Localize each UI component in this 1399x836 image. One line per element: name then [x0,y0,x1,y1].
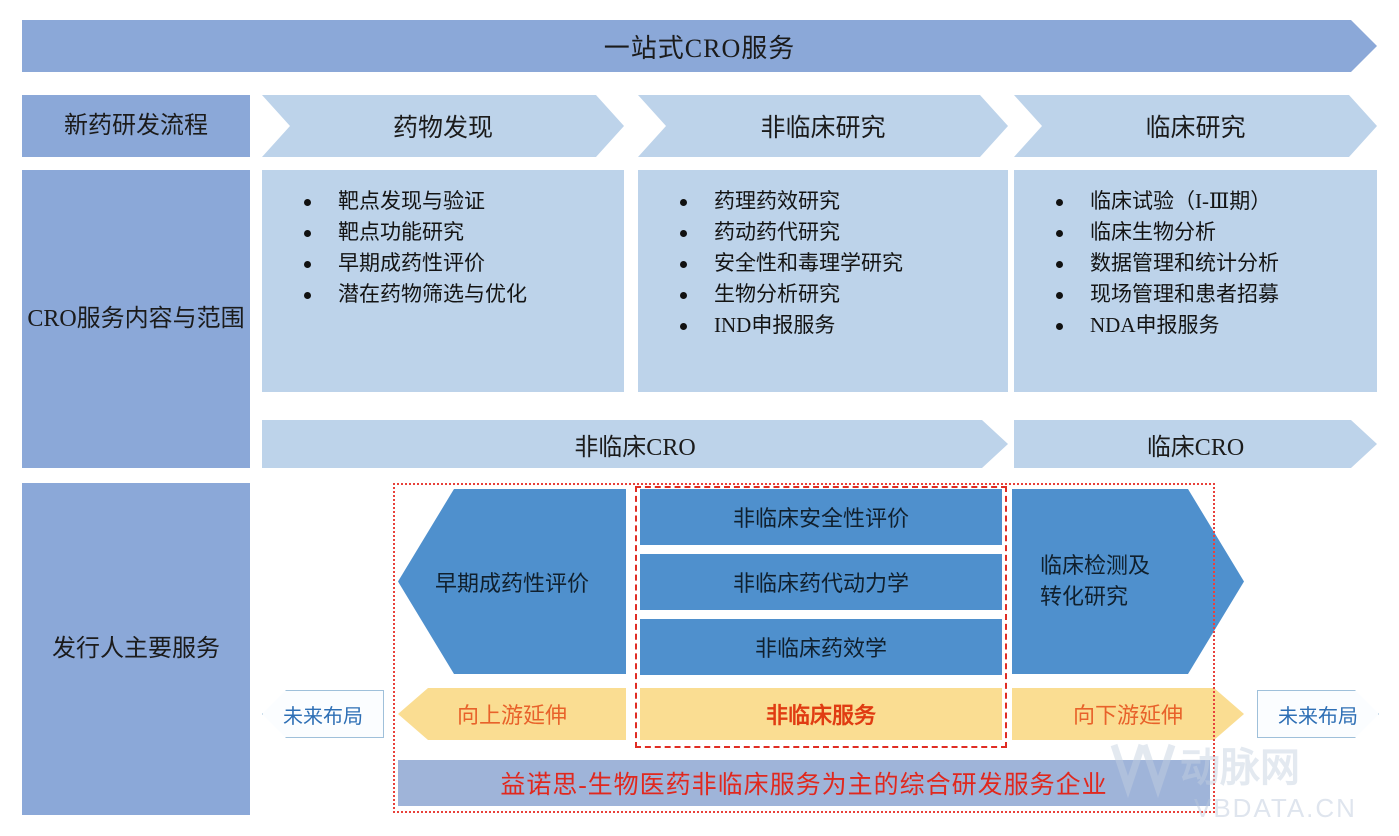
banner-title: 一站式CRO服务 [603,33,796,63]
row-label-issuer-services: 发行人主要服务 [22,483,250,815]
service-arrow-clinical-testing: 临床检测及 转化研究 [1012,489,1244,674]
service-bar-nonclinical-pk: 非临床药代动力学 [640,554,1002,610]
service-arrow-clinical-testing-label: 临床检测及 转化研究 [1040,551,1150,613]
list-item: 临床生物分析 [1048,217,1377,248]
scope-box-nonclinical-research: 药理药效研究 药动药代研究 安全性和毒理学研究 生物分析研究 IND申报服务 [638,170,1008,392]
scope-box-clinical-research: 临床试验（I-Ⅲ期） 临床生物分析 数据管理和统计分析 现场管理和患者招募 ND… [1014,170,1377,392]
row-label-rnd-process-text: 新药研发流程 [64,112,208,139]
list-item: 生物分析研究 [672,279,1008,310]
row-label-cro-scope-text: CRO服务内容与范围 [27,305,245,332]
scope-box-drug-discovery: 靶点发现与验证 靶点功能研究 早期成药性评价 潜在药物筛选与优化 [262,170,624,392]
future-layout-left-label: 未来布局 [283,705,363,728]
row-label-rnd-process: 新药研发流程 [22,95,250,157]
watermark-text: VBDATA.CN [1194,793,1357,823]
cro-bar-clinical: 临床CRO [1014,420,1377,468]
row-label-cro-scope: CRO服务内容与范围 [22,170,250,468]
list-item: 临床试验（I-Ⅲ期） [1048,186,1377,217]
list-item: 现场管理和患者招募 [1048,279,1377,310]
scope-list-0: 靶点发现与验证 靶点功能研究 早期成药性评价 潜在药物筛选与优化 [262,186,624,310]
list-item: 数据管理和统计分析 [1048,248,1377,279]
list-item: IND申报服务 [672,310,1008,341]
service-bar-label-0: 非临床安全性评价 [732,506,909,531]
stage-chevron-clinical-research: 临床研究 [1014,95,1377,157]
stage-chevron-nonclinical-research: 非临床研究 [638,95,1008,157]
summary-bar: 益诺思-生物医药非临床服务为主的综合研发服务企业 [398,760,1210,806]
extension-arrow-downstream-label: 向下游延伸 [1072,703,1183,728]
extension-arrow-upstream-label: 向上游延伸 [456,703,567,728]
extension-bar-nonclinical-service: 非临床服务 [640,688,1002,740]
extension-arrow-downstream: 向下游延伸 [1012,688,1244,740]
stage-label-1: 非临床研究 [760,115,886,142]
service-arrow-early-druggability: 早期成药性评价 [398,489,626,674]
scope-list-2: 临床试验（I-Ⅲ期） 临床生物分析 数据管理和统计分析 现场管理和患者招募 ND… [1014,186,1377,341]
service-bar-label-2: 非临床药效学 [754,636,887,661]
list-item: 靶点功能研究 [296,217,624,248]
one-stop-cro-banner: 一站式CRO服务 [22,20,1377,72]
list-item: 药理药效研究 [672,186,1008,217]
list-item: 早期成药性评价 [296,248,624,279]
future-layout-left-chevron: 未来布局 [262,690,384,738]
list-item: 潜在药物筛选与优化 [296,279,624,310]
extension-arrow-upstream: 向上游延伸 [398,688,626,740]
clinical-line-2: 转化研究 [1040,583,1129,609]
row-label-issuer-services-text: 发行人主要服务 [52,635,220,662]
cro-bar-clinical-label: 临床CRO [1146,434,1245,461]
service-arrow-early-druggability-label: 早期成药性评价 [434,570,589,596]
list-item: 安全性和毒理学研究 [672,248,1008,279]
list-item: 靶点发现与验证 [296,186,624,217]
scope-list-1: 药理药效研究 药动药代研究 安全性和毒理学研究 生物分析研究 IND申报服务 [638,186,1008,341]
stage-label-2: 临床研究 [1145,115,1246,142]
cro-bar-nonclinical: 非临床CRO [262,420,1008,468]
extension-bar-nonclinical-service-label: 非临床服务 [765,703,876,728]
service-bar-label-1: 非临床药代动力学 [732,571,909,596]
list-item: 药动药代研究 [672,217,1008,248]
clinical-line-1: 临床检测及 [1040,552,1151,578]
list-item: NDA申报服务 [1048,310,1377,341]
stage-chevron-drug-discovery: 药物发现 [262,95,624,157]
service-bar-nonclinical-pharmacodynamics: 非临床药效学 [640,619,1002,675]
future-layout-right-chevron: 未来布局 [1257,690,1379,738]
cro-bar-nonclinical-label: 非临床CRO [574,434,696,461]
summary-bar-text: 益诺思-生物医药非临床服务为主的综合研发服务企业 [500,772,1108,799]
stage-label-0: 药物发现 [392,115,493,142]
future-layout-right-label: 未来布局 [1278,705,1358,728]
service-bar-nonclinical-safety: 非临床安全性评价 [640,489,1002,545]
